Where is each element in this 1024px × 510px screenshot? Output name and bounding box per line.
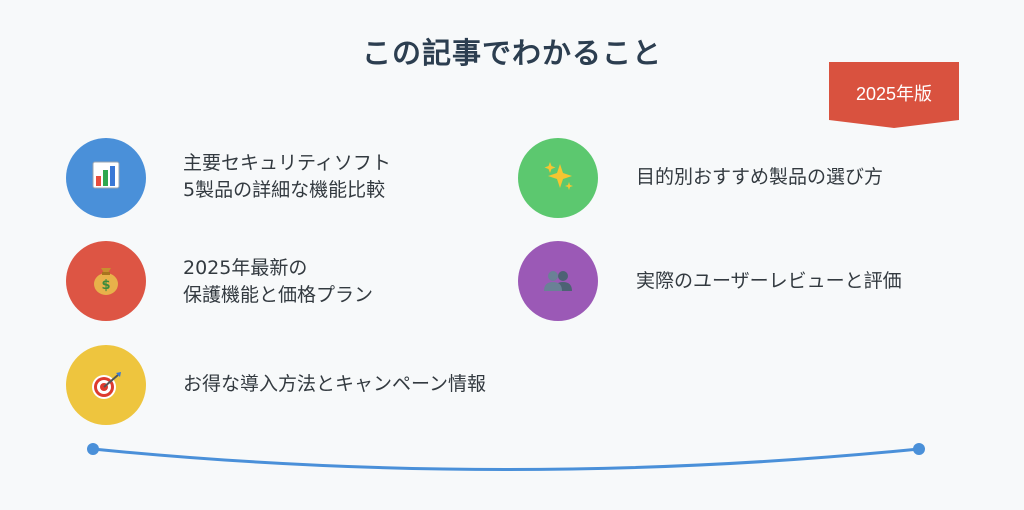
badge-label: 2025年版 (855, 84, 933, 104)
users-icon (544, 271, 572, 291)
page-title: この記事でわかること (361, 36, 662, 70)
icon-circle: $ (66, 241, 146, 321)
year-badge: 2025年版 (829, 62, 959, 128)
feature-label: 主要セキュリティソフト 5製品の詳細な機能比較 (183, 152, 391, 201)
curve-endpoint-left (87, 443, 99, 455)
money-bag-icon: $ (94, 268, 118, 295)
icon-circle (66, 138, 146, 218)
feature-label: 実際のユーザーレビューと評価 (636, 270, 902, 292)
feature-label: お得な導入方法とキャンペーン情報 (183, 373, 487, 395)
icon-circle (66, 345, 146, 425)
bar-chart-icon (92, 161, 120, 189)
target-icon (92, 372, 121, 399)
sparkles-icon (544, 162, 573, 190)
feature-label: 目的別おすすめ製品の選び方 (636, 166, 884, 188)
curve-endpoint-right (913, 443, 925, 455)
feature-label: 2025年最新の 保護機能と価格プラン (183, 257, 374, 306)
svg-text:$: $ (101, 278, 110, 293)
icon-circle (518, 138, 598, 218)
icon-circle (518, 241, 598, 321)
badge-ribbon-shape (829, 62, 959, 128)
